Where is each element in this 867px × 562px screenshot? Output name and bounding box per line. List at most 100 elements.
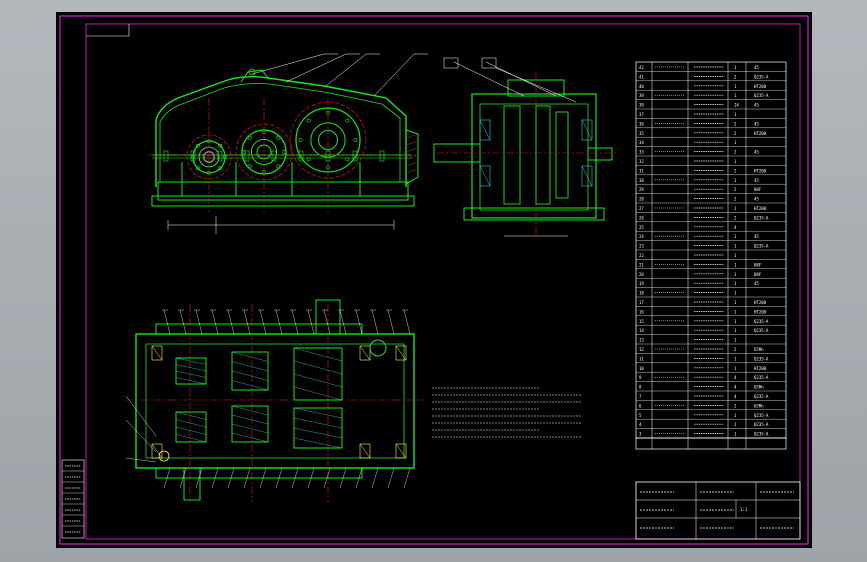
inner-border [85,23,801,540]
bom-item-number: 7 [639,394,642,399]
side-housing-inner [479,103,589,211]
bom-material: 45 [754,234,759,239]
bom-qty: 2 [734,187,737,192]
bom-qty: 1 [734,93,737,98]
plan-bearing-6 [359,443,371,459]
bom-item-number: 30 [639,178,644,183]
bom-qty: 1 [734,84,737,89]
bom-item-number: 17 [639,300,644,305]
bom-material: 08F [754,272,762,277]
side-view [433,57,616,237]
bom-material: 45 [754,121,759,126]
bom-item-number: 16 [639,309,644,314]
side-bearing-3 [581,119,593,141]
bom-item-number: 18 [639,291,644,296]
side-leader-2 [485,61,557,97]
side-housing-outline [471,93,597,219]
bom-qty: 2 [734,168,737,173]
bom-item-number: 34 [639,140,644,145]
bom-material: HT200 [754,84,767,89]
front-oil-gauge-housing [405,129,419,185]
side-output-shaft [587,147,613,161]
bom-item-number: 23 [639,244,644,249]
bom-qty: 2 [734,150,737,155]
bom-qty: 1 [734,328,737,333]
bom-material: HT200 [754,206,767,211]
side-base [463,207,605,221]
bom-material: Q235-A [754,74,769,79]
bom-qty: 2 [734,74,737,79]
side-gear-c [555,111,569,199]
bom-material: Q235-A [754,413,769,418]
plan-gear-6 [175,411,207,443]
bom-material: 45 [754,178,759,183]
bom-item-number: 3 [639,432,642,437]
bom-item-number: 6 [639,403,642,408]
bom-item-number: 5 [639,413,642,418]
bom-material: Q235-A [754,244,769,249]
title-block-scale: 1:1 [740,507,748,512]
bom-qty: 1 [734,281,737,286]
bom-qty: 4 [734,225,737,230]
drawing-frame [59,15,809,545]
plan-leader-left-3 [125,457,157,463]
bom-item-number: 22 [639,253,644,258]
bom-qty: 2 [734,131,737,136]
bom-qty: 4 [734,394,737,399]
bom-item-number: 36 [639,121,644,126]
bom-item-number: 9 [639,375,642,380]
bom-material: 08F [754,262,762,267]
plan-leader-left-2 [125,419,157,453]
bom-item-number: 26 [639,215,644,220]
bom-qty: 1 [734,432,737,437]
bom-material: HT200 [754,168,767,173]
front-leaders [251,53,428,97]
plan-section-view [125,299,424,502]
bom-qty: 2 [734,215,737,220]
plan-top-flange [155,323,363,335]
bom-qty: 1 [734,338,737,343]
plan-gear-5 [293,407,343,449]
bom-material: Q235-A [754,319,769,324]
bom-qty: 2 [734,121,737,126]
side-bearing-2 [479,165,491,187]
technical-notes [432,387,582,438]
plan-bearing-1 [151,345,163,361]
front-view [148,53,428,234]
bom-item-number: 28 [639,197,644,202]
bom-item-number: 31 [639,168,644,173]
plan-leader-left-1 [125,395,157,437]
bom-row: 36 2 45 [636,121,786,129]
revision-strip [61,459,85,539]
plan-drain-plug [158,450,170,462]
bom-item-number: 41 [639,74,644,79]
bom-qty: 1 [734,262,737,267]
outer-border [59,15,809,545]
bom-material: Q235-A [754,356,769,361]
side-bearing-1 [479,119,491,141]
title-block-outline [635,481,801,540]
bom-item-number: 13 [639,338,644,343]
bom-item-number: 35 [639,131,644,136]
